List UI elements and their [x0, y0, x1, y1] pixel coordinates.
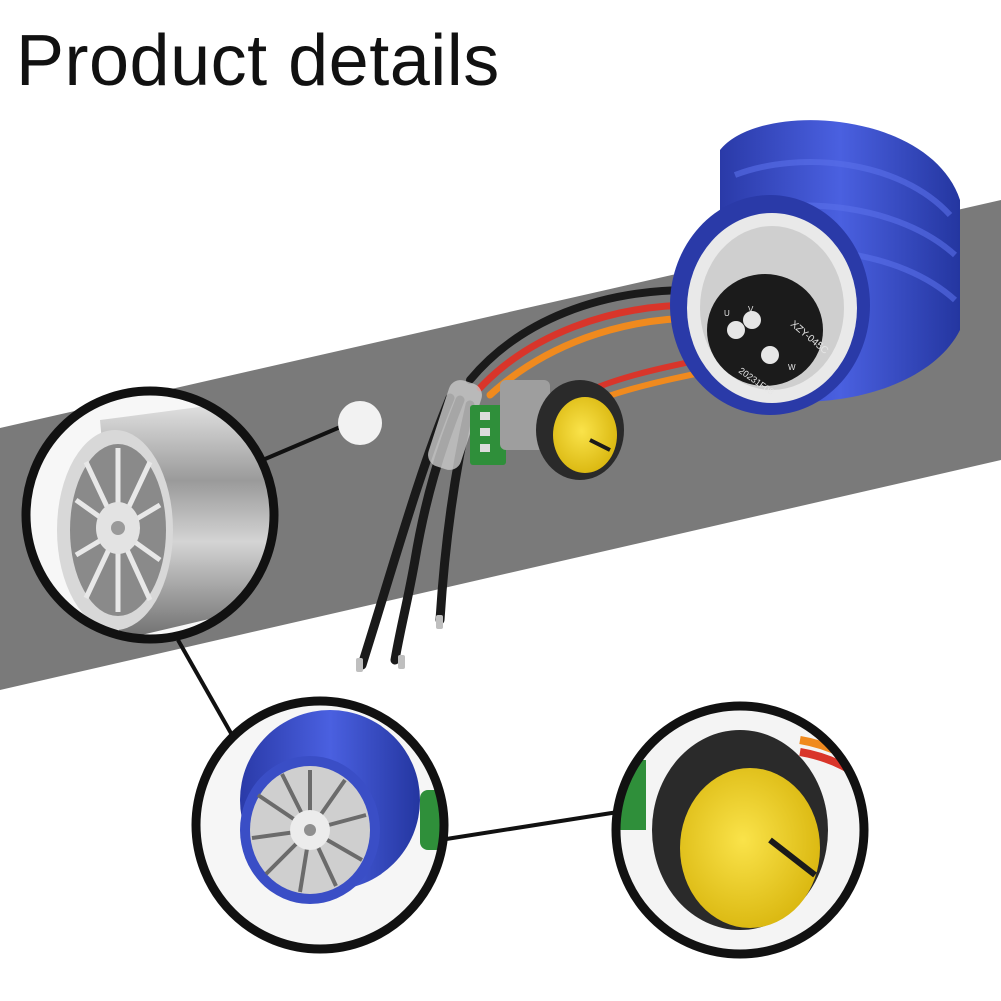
pointer-dot [338, 401, 382, 445]
page-title: Product details [16, 21, 500, 101]
circuit-board [707, 274, 823, 386]
callout-metal-fan [21, 386, 279, 644]
blue-ducted-fan: XZY-045C 20231F08 U V W [670, 120, 960, 415]
callout-blue-fan [191, 696, 449, 954]
esc-controller [428, 380, 482, 470]
pad-label-v: V [748, 305, 754, 314]
wire-tips [356, 615, 443, 672]
potentiometer [470, 380, 624, 480]
callout-yellow-knob [611, 701, 869, 959]
pad-label-u: U [724, 309, 730, 318]
pad-label-w: W [788, 363, 796, 372]
callout-connectors [176, 423, 619, 842]
